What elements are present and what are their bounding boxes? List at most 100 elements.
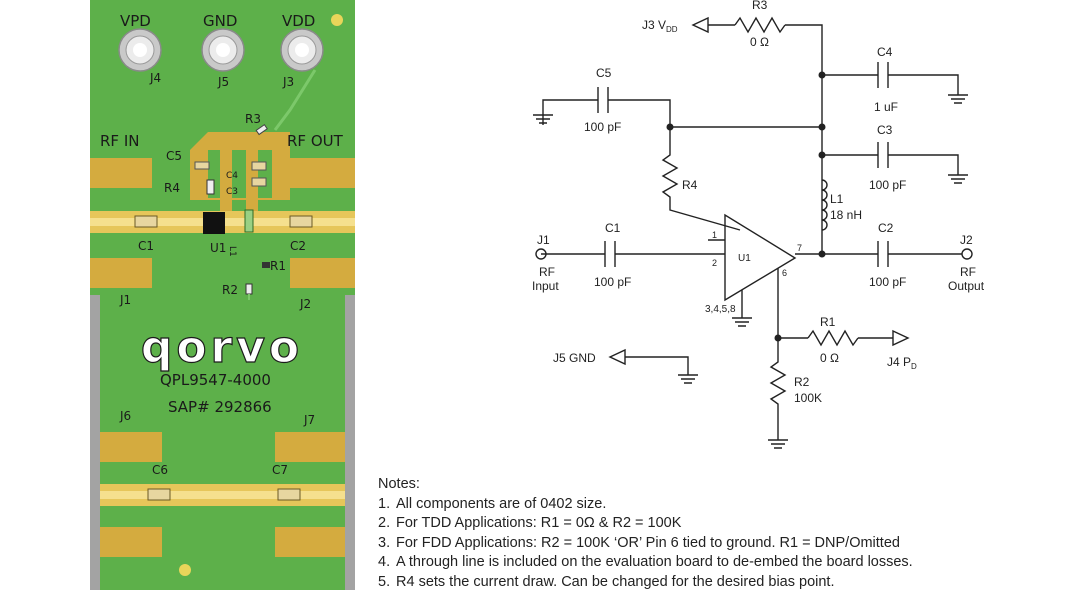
j4-label: J4 (149, 71, 161, 85)
r4-component (207, 180, 214, 194)
u1-pin1: 1 (712, 230, 717, 240)
r2-label: R2 (222, 283, 238, 297)
j6-label: J6 (119, 409, 131, 423)
c3-capacitor (878, 142, 888, 168)
c1-ref: C1 (605, 221, 621, 235)
l1-value: 18 nH (830, 208, 862, 222)
u1-pin6: 6 (782, 268, 787, 278)
center-pad-inner (208, 150, 272, 198)
c4-ref: C4 (877, 45, 893, 59)
note-item: 4.A through line is included on the eval… (378, 553, 1068, 573)
c3-component (252, 178, 266, 186)
evaluation-board: VPD GND VDD J4 J5 J3 R3 RF IN RF OUT C5 … (90, 0, 355, 590)
sap-number: SAP# 292866 (168, 398, 272, 416)
r2-ground (768, 440, 788, 448)
thru-pad-top-right (275, 432, 345, 462)
c2-label: C2 (290, 239, 306, 253)
rf-in-label: RF IN (100, 132, 139, 150)
c3-value: 100 pF (869, 178, 906, 192)
c6-label: C6 (152, 463, 168, 477)
junction-dots (667, 72, 826, 342)
vdd-pad-label: VDD (282, 12, 315, 30)
l1-component (245, 210, 253, 232)
note-item: 5.R4 sets the current draw. Can be chang… (378, 573, 1068, 592)
j7-label: J7 (303, 413, 315, 427)
board-edge-left (90, 295, 100, 590)
r2-value: 100K (794, 391, 822, 405)
r1-label: R1 (270, 259, 286, 273)
j5-gnd-label: J5 GND (553, 351, 596, 365)
rf-in-pad-top (90, 158, 152, 188)
j3-test-pin[interactable] (281, 29, 323, 71)
r3-value: 0 Ω (750, 35, 769, 49)
j3-label: J3 (282, 75, 294, 89)
j5-ground (678, 375, 698, 383)
u1-ref: U1 (738, 253, 751, 264)
mounting-dot (179, 564, 191, 576)
c3-label: C3 (226, 187, 238, 197)
j4-test-pin[interactable] (119, 29, 161, 71)
notes-list: 1.All components are of 0402 size. 2.For… (378, 495, 1068, 592)
j1-input: Input (532, 279, 559, 293)
u1-amplifier (725, 215, 795, 300)
j2-port[interactable] (962, 249, 972, 259)
c6-component (148, 489, 170, 500)
j3-vdd-arrow (693, 18, 708, 32)
rf-out-pad-top (290, 158, 355, 188)
thru-pad-top-left (100, 432, 162, 462)
j1-ref: J1 (537, 233, 550, 247)
r1-ref: R1 (820, 315, 836, 329)
c7-label: C7 (272, 463, 288, 477)
c4-ground (948, 95, 968, 103)
u1-gnd-pins: 3,4,5,8 (705, 304, 736, 315)
note-item: 2.For TDD Applications: R1 = 0Ω & R2 = 1… (378, 514, 1068, 534)
c2-ref: C2 (878, 221, 894, 235)
notes-title: Notes: (378, 475, 1068, 495)
j2-rf: RF (960, 265, 976, 279)
c2-value: 100 pF (869, 275, 906, 289)
schematic: R3 0 Ω J3 VDD C4 1 uF C5 100 pF C3 100 p… (380, 0, 1080, 470)
r3-resistor (735, 18, 785, 32)
j5-gnd-arrow (610, 350, 625, 364)
u1-ground (732, 318, 752, 326)
j1-label: J1 (119, 293, 131, 307)
c3-ground (948, 175, 968, 183)
j4-pd-arrow (893, 331, 908, 345)
rf-out-label: RF OUT (287, 132, 344, 150)
c1-value: 100 pF (594, 275, 631, 289)
j2-ref: J2 (960, 233, 973, 247)
c2-component (290, 216, 312, 227)
gnd-pad-label: GND (203, 12, 237, 30)
thru-pad-bottom-right (275, 527, 345, 557)
u1-pin7: 7 (797, 243, 802, 253)
j3-vdd-label: J3 VDD (642, 18, 678, 34)
r1-component (262, 262, 270, 268)
r4-resistor (663, 127, 740, 230)
vpd-pad-label: VPD (120, 12, 151, 30)
j2-output: Output (948, 279, 985, 293)
c1-label: C1 (138, 239, 154, 253)
r3-ref: R3 (752, 0, 768, 12)
r2-resistor (771, 338, 785, 440)
c4-component (252, 162, 266, 170)
thru-pad-bottom-left (100, 527, 162, 557)
vdd-indicator-dot (331, 14, 343, 26)
qorvo-logo: qorvo (141, 322, 303, 373)
r1-value: 0 Ω (820, 351, 839, 365)
r4-label: R4 (164, 181, 180, 195)
c1-component (135, 216, 157, 227)
rf-in-pad-bottom (90, 258, 152, 288)
r2-ref: R2 (794, 375, 810, 389)
j5-label: J5 (217, 75, 229, 89)
u1-pin2: 2 (712, 258, 717, 268)
c5-component (195, 162, 209, 169)
l1-inductor (822, 180, 827, 230)
l1-label: L1 (227, 246, 237, 257)
part-number: QPL9547-4000 (160, 371, 271, 389)
c4-value: 1 uF (874, 100, 898, 114)
notes-block: Notes: 1.All components are of 0402 size… (378, 475, 1068, 592)
c7-component (278, 489, 300, 500)
j5-test-pin[interactable] (202, 29, 244, 71)
r1-resistor (808, 331, 858, 345)
u1-label: U1 (210, 241, 226, 255)
